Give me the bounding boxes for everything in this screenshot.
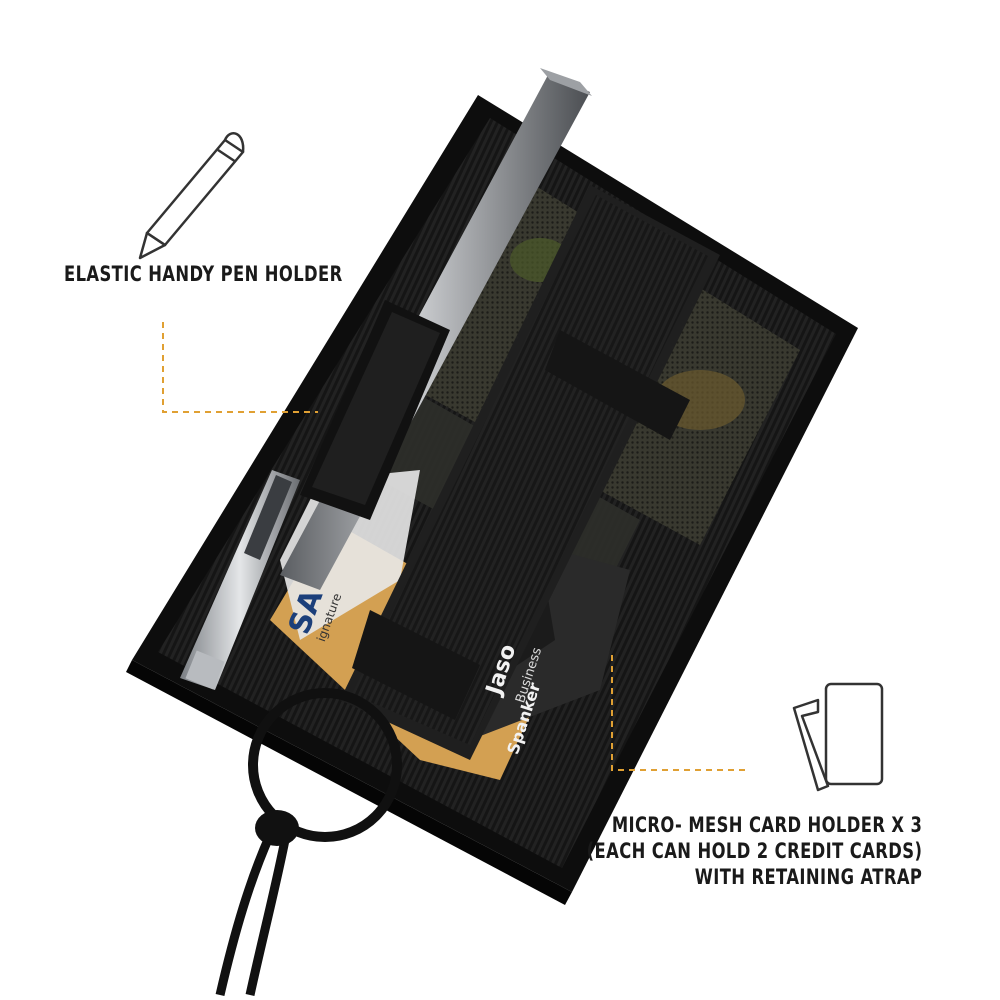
cards-icon (792, 682, 884, 792)
card-holder-label-line-1: MICRO- MESH CARD HOLDER X 3 (611, 813, 922, 837)
pen-bottom (180, 470, 300, 690)
card-holder-label-line-2: (EACH CAN HOLD 2 CREDIT CARDS) (586, 839, 922, 863)
pen-top (280, 68, 592, 590)
lanyard-cord (215, 833, 275, 997)
pen-holder-label: ELASTIC HANDY PEN HOLDER (64, 262, 343, 286)
pencil-icon (138, 132, 245, 260)
card-holder-label: MICRO- MESH CARD HOLDER X 3 (EACH CAN HO… (586, 812, 922, 890)
card-holder-label-line-3: WITH RETAINING ATRAP (694, 865, 922, 889)
card-holder-leader-line (611, 655, 748, 771)
key-ring (215, 688, 402, 997)
pen-holder-leader-line (162, 322, 318, 413)
